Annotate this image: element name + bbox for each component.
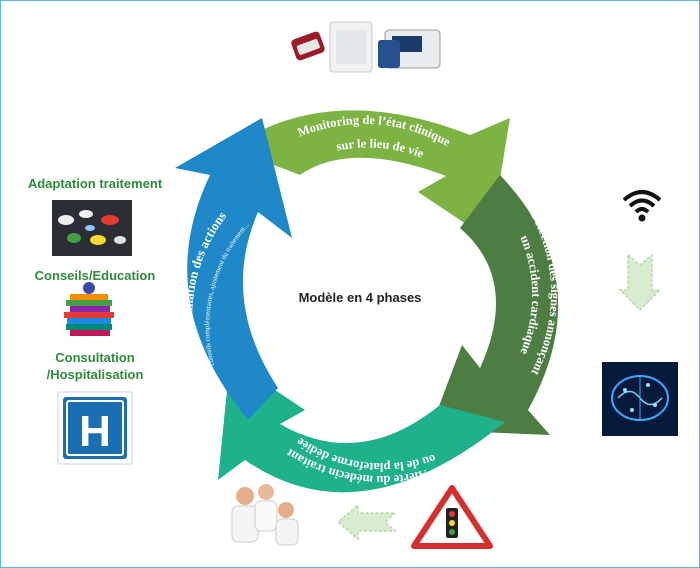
label-hospitalisation: /Hospitalisation xyxy=(46,367,144,382)
left-arrow-icon xyxy=(336,503,397,541)
hospital-letter: H xyxy=(79,407,111,456)
down-arrow-icon xyxy=(618,253,662,312)
brain-ai-icon xyxy=(602,362,678,436)
phase-monitoring-arrow xyxy=(230,110,510,241)
traffic-light-warning-icon xyxy=(411,485,493,549)
pills-photo xyxy=(52,200,132,256)
hospital-sign-icon: H xyxy=(57,391,133,465)
label-conseils-education: Conseils/Education xyxy=(34,268,156,283)
books-icon xyxy=(64,282,114,336)
phase-alerte-arrow xyxy=(218,360,505,493)
center-label: Modèle en 4 phases xyxy=(299,290,422,305)
label-adaptation-traitement: Adaptation traitement xyxy=(27,176,163,191)
label-consultation: Consultation xyxy=(55,350,135,365)
doctors-photo xyxy=(231,484,299,546)
wifi-icon xyxy=(622,190,662,222)
phase-detection-arrow xyxy=(430,175,559,435)
phase-coordination-arrow xyxy=(175,118,292,420)
medical-devices-icon xyxy=(291,21,441,73)
